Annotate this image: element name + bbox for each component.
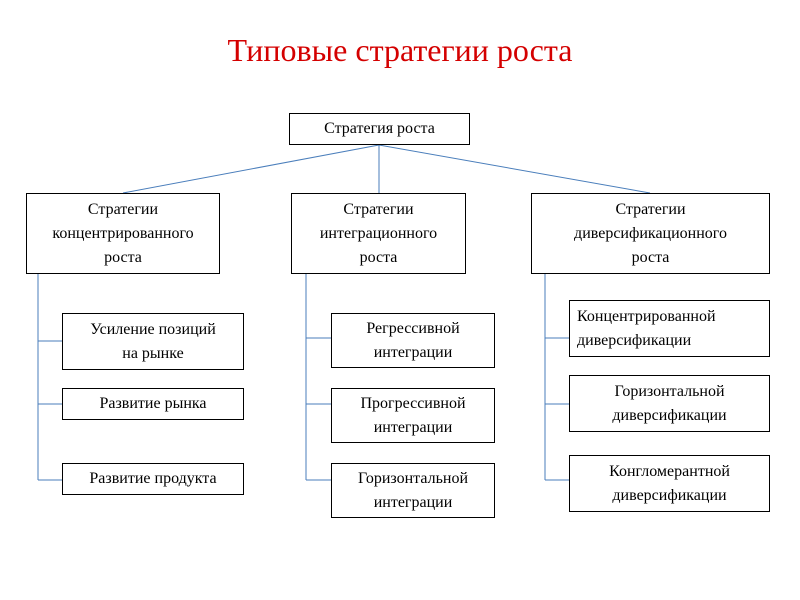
page-title: Типовые стратегии роста xyxy=(227,32,573,68)
leaf-node-market-position: Усиление позиций на рынке xyxy=(62,313,244,370)
leaf-node-conglomerate-diversification: Конгломерантной диверсификации xyxy=(569,455,770,512)
leaf-node-market-development: Развитие рынка xyxy=(62,388,244,420)
leaf-node-progressive-integration: Прогрессивной интеграции xyxy=(331,388,495,443)
leaf-node-regressive-integration: Регрессивной интеграции xyxy=(331,313,495,368)
branch-node-diversification: Стратегии диверсификационного роста xyxy=(531,193,770,274)
root-node: Стратегия роста xyxy=(289,113,470,145)
connector-root-to-branch-3 xyxy=(378,144,651,194)
connector-root-to-branch-1 xyxy=(122,144,380,194)
leaf-node-horizontal-diversification: Горизонтальной диверсификации xyxy=(569,375,770,432)
leaf-node-concentric-diversification: Концентрированной диверсификации xyxy=(569,300,770,357)
branch-node-integration: Стратегии интеграционного роста xyxy=(291,193,466,274)
leaf-node-product-development: Развитие продукта xyxy=(62,463,244,495)
branch-node-concentrated: Стратегии концентрированного роста xyxy=(26,193,220,274)
leaf-node-horizontal-integration: Горизонтальной интеграции xyxy=(331,463,495,518)
